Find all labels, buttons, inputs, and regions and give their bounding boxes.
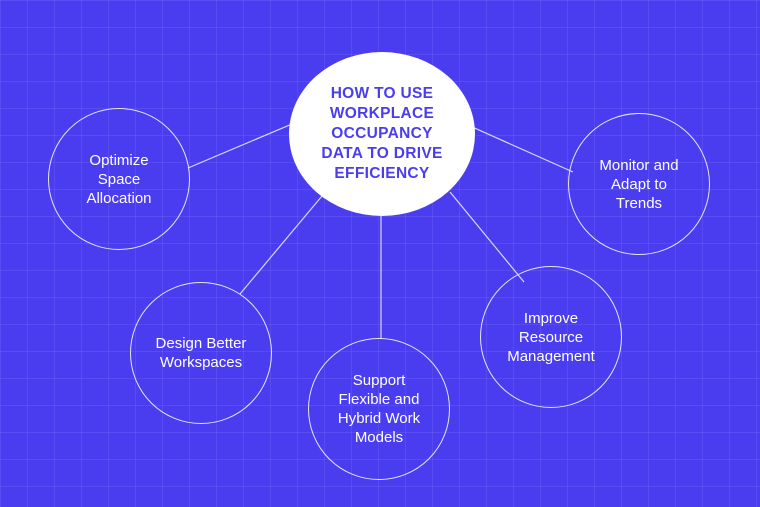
node-label-line: Flexible and xyxy=(338,391,420,408)
node-label: Improve Resource Management xyxy=(491,309,611,366)
node-label: Optimize Space Allocation xyxy=(69,151,169,208)
central-title-line: OCCUPANCY xyxy=(331,125,433,142)
node-label-line: Workspaces xyxy=(159,354,243,371)
node-support-flexible-hybrid-work: Support Flexible and Hybrid Work Models xyxy=(308,338,450,480)
central-topic-title: HOW TO USE WORKPLACE OCCUPANCY DATA TO D… xyxy=(307,84,457,184)
node-label-line: Allocation xyxy=(86,189,152,207)
central-title-line: DATA TO DRIVE xyxy=(321,145,443,162)
connector-monitor-trends xyxy=(469,125,574,173)
central-topic-circle: HOW TO USE WORKPLACE OCCUPANCY DATA TO D… xyxy=(289,52,475,216)
connector-resource-management xyxy=(449,191,525,283)
node-label: Monitor and Adapt to Trends xyxy=(589,156,689,213)
node-label-line: Monitor and xyxy=(599,156,679,174)
node-optimize-space-allocation: Optimize Space Allocation xyxy=(48,108,190,250)
node-label-line: Optimize xyxy=(89,151,149,169)
node-label-line: Models xyxy=(354,429,404,446)
node-label-line: Adapt to xyxy=(611,175,667,193)
central-title-line: EFFICIENCY xyxy=(334,165,430,182)
node-label-line: Trends xyxy=(615,194,663,212)
node-label-line: Hybrid Work xyxy=(337,410,421,427)
central-title-line: WORKPLACE xyxy=(329,105,435,122)
node-monitor-adapt-trends: Monitor and Adapt to Trends xyxy=(568,113,710,255)
central-title-line: HOW TO USE xyxy=(330,85,434,102)
node-label-line: Resource xyxy=(518,328,584,346)
node-design-better-workspaces: Design Better Workspaces xyxy=(130,282,272,424)
connector-design-workspaces xyxy=(239,195,323,295)
node-label: Support Flexible and Hybrid Work Models xyxy=(324,371,434,447)
node-label-line: Space xyxy=(97,170,141,188)
node-label-line: Improve xyxy=(523,309,579,327)
connector-optimize-space xyxy=(187,123,293,169)
node-improve-resource-management: Improve Resource Management xyxy=(480,266,622,408)
node-label-line: Design Better xyxy=(155,335,247,352)
node-label-line: Support xyxy=(352,372,406,389)
node-label: Design Better Workspaces xyxy=(142,334,260,372)
node-label-line: Management xyxy=(507,347,595,365)
